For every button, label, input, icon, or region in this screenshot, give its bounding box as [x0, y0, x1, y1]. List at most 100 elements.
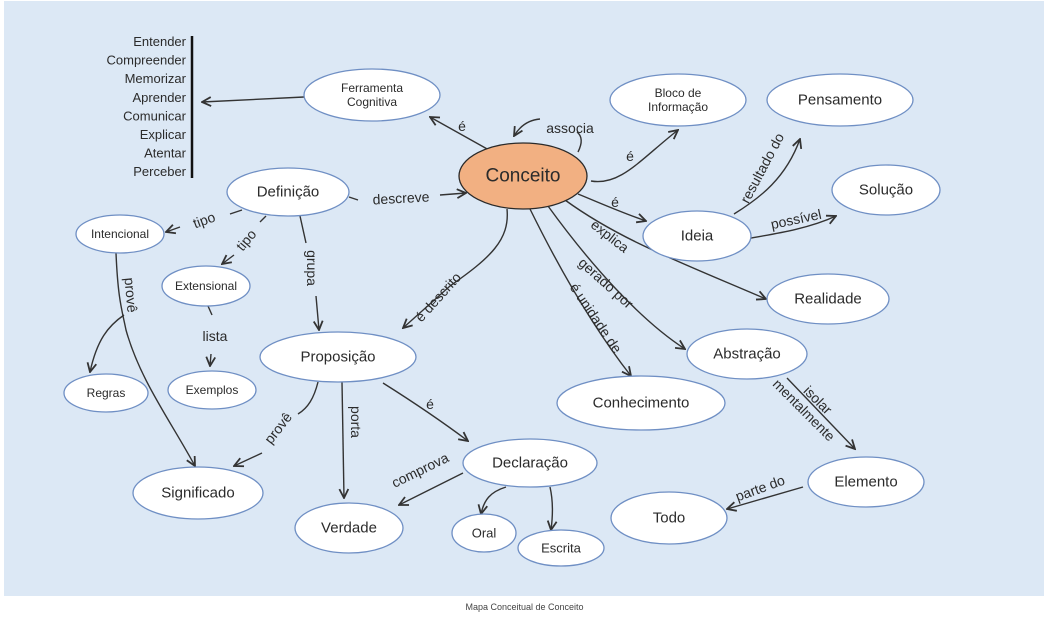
- node-shape[interactable]: [766, 73, 914, 127]
- edge-label: lista: [203, 328, 228, 344]
- node-pensamento[interactable]: Pensamento: [766, 73, 914, 127]
- edge-conceito-ideia: [577, 193, 646, 221]
- node-shape[interactable]: [642, 210, 752, 262]
- node-shape[interactable]: [63, 373, 149, 413]
- edge-line: [208, 305, 212, 366]
- node-ideia[interactable]: Ideia: [642, 210, 752, 262]
- node-label: Todo: [653, 510, 686, 527]
- node-shape[interactable]: [259, 331, 417, 383]
- node-label: Ferramenta: [341, 81, 403, 95]
- node-label: Exemplos: [186, 383, 239, 397]
- node-shape[interactable]: [462, 438, 598, 488]
- node-label: Realidade: [794, 291, 862, 308]
- edge-label: possível: [769, 206, 823, 232]
- node-label: Conhecimento: [593, 395, 690, 412]
- node-shape[interactable]: [458, 142, 588, 210]
- node-label: Escrita: [541, 541, 582, 556]
- node-verdade[interactable]: Verdade: [294, 502, 404, 554]
- node-label: Oral: [472, 526, 497, 541]
- node-abstracao[interactable]: Abstração: [686, 328, 808, 380]
- node-shape[interactable]: [451, 513, 517, 553]
- edge-line: [299, 215, 319, 330]
- node-shape[interactable]: [831, 164, 941, 216]
- node-label: Proposição: [300, 349, 375, 366]
- edge-conceito-conhecimento: [529, 208, 631, 376]
- edge-label: provê: [122, 277, 141, 313]
- node-shape[interactable]: [610, 491, 728, 545]
- edge-line: [202, 96, 305, 102]
- node-shape[interactable]: [75, 214, 165, 254]
- node-label: Pensamento: [798, 92, 882, 109]
- verb-list-item: Atentar: [144, 146, 187, 161]
- node-shape[interactable]: [517, 529, 605, 567]
- node-conhecimento[interactable]: Conhecimento: [556, 375, 726, 431]
- node-shape[interactable]: [556, 375, 726, 431]
- node-shape[interactable]: [766, 273, 890, 325]
- verb-list-item: Memorizar: [125, 71, 187, 86]
- node-shape[interactable]: [161, 265, 251, 307]
- edge-line: [399, 472, 464, 505]
- edge-line: [90, 314, 125, 372]
- verb-list-item: Explicar: [140, 127, 187, 142]
- verb-list: EntenderCompreenderMemorizarAprenderComu…: [107, 34, 194, 179]
- node-exemplos[interactable]: Exemplos: [167, 370, 257, 410]
- node-label: Intencional: [91, 227, 149, 241]
- edge-abstracao-elemento: [786, 377, 855, 449]
- edge-ideia-solucao: [750, 216, 836, 239]
- edge-line: [481, 486, 507, 514]
- node-todo[interactable]: Todo: [610, 491, 728, 545]
- node-label: Extensional: [175, 279, 237, 293]
- edge-conceito-ferramenta: [430, 117, 490, 151]
- node-shape[interactable]: [294, 502, 404, 554]
- edge-label: porta: [348, 406, 364, 438]
- node-oral[interactable]: Oral: [451, 513, 517, 553]
- edge-elemento-todo: [727, 486, 804, 509]
- verb-list-item: Perceber: [133, 164, 186, 179]
- node-extensional[interactable]: Extensional: [161, 265, 251, 307]
- edge-conceito-conceito: [514, 118, 582, 153]
- self-loop-arrow: [514, 118, 541, 136]
- edge-label: grupa: [304, 250, 320, 286]
- node-shape[interactable]: [132, 466, 264, 520]
- node-significado[interactable]: Significado: [132, 466, 264, 520]
- node-solucao[interactable]: Solução: [831, 164, 941, 216]
- node-realidade[interactable]: Realidade: [766, 273, 890, 325]
- edge-label: tipo: [191, 209, 218, 232]
- edge-declaracao-verdade: [399, 472, 464, 505]
- node-shape[interactable]: [609, 73, 747, 127]
- edge-line: [547, 205, 685, 349]
- edge-ideia-pensamento: [733, 139, 800, 215]
- edge-definicao-extensional: [222, 215, 267, 264]
- edge-label: comprova: [389, 449, 451, 490]
- edge-line: [590, 130, 678, 183]
- node-shape[interactable]: [303, 68, 441, 122]
- edge-proposicao-verdade: [342, 381, 344, 498]
- node-regras[interactable]: Regras: [63, 373, 149, 413]
- edge-conceito-bloco: [590, 130, 678, 183]
- verb-list-item: Comunicar: [123, 108, 187, 123]
- node-label: Solução: [859, 182, 913, 199]
- node-shape[interactable]: [167, 370, 257, 410]
- node-proposicao[interactable]: Proposição: [259, 331, 417, 383]
- node-shape[interactable]: [226, 167, 350, 217]
- node-declaracao[interactable]: Declaração: [462, 438, 598, 488]
- node-intencional[interactable]: Intencional: [75, 214, 165, 254]
- edge-line: [222, 215, 267, 264]
- edge-label: provê: [261, 409, 295, 447]
- node-label: Elemento: [834, 474, 897, 491]
- node-escrita[interactable]: Escrita: [517, 529, 605, 567]
- node-definicao[interactable]: Definição: [226, 167, 350, 217]
- edge-label: é: [626, 148, 634, 164]
- node-label: Informação: [648, 100, 708, 114]
- node-elemento[interactable]: Elemento: [807, 456, 925, 508]
- node-shape[interactable]: [807, 456, 925, 508]
- edge-line: [750, 216, 836, 239]
- node-conceito[interactable]: Conceito: [458, 142, 588, 210]
- edge-label: é: [426, 396, 434, 412]
- edge-proposicao-significado: [234, 381, 319, 466]
- edge-line: [430, 117, 490, 151]
- node-shape[interactable]: [686, 328, 808, 380]
- edge-line: [166, 209, 243, 232]
